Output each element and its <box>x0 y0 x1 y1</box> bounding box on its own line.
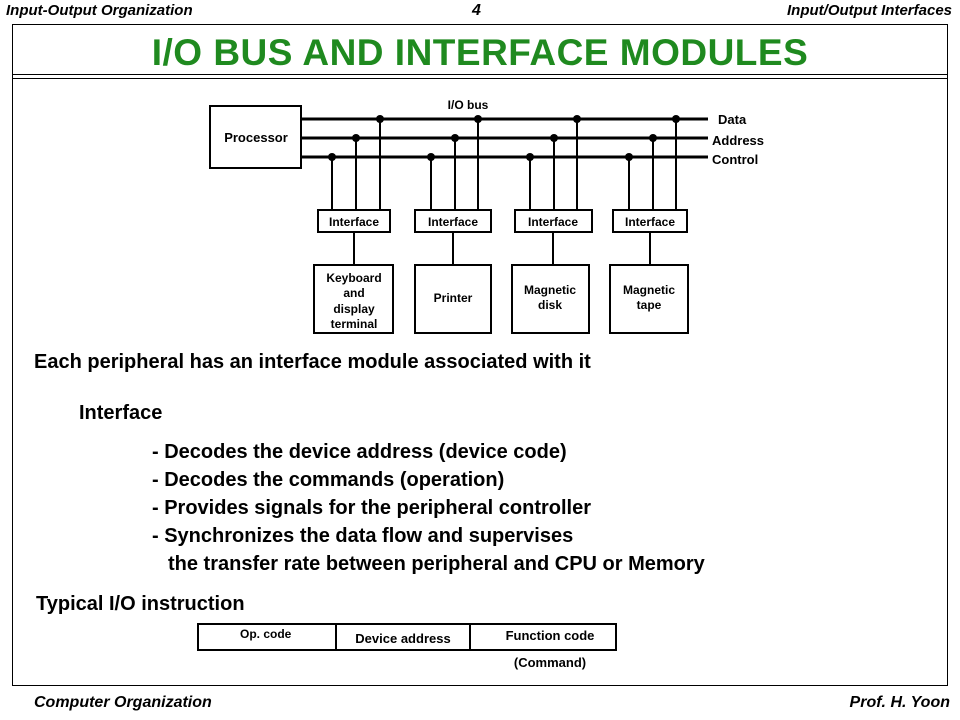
bullet-4: - Synchronizes the data flow and supervi… <box>152 525 574 547</box>
interface-label-3: Interface <box>528 215 578 229</box>
device-3-line-2: disk <box>538 298 562 312</box>
instruction-heading: Typical I/O instruction <box>36 593 245 615</box>
title-rule-1 <box>12 74 948 75</box>
device-4-line-1: Magnetic <box>623 283 675 297</box>
bullet-3: - Provides signals for the peripheral co… <box>152 497 591 519</box>
device-2-line-1: Printer <box>434 291 473 305</box>
footer-course: Computer Organization <box>34 694 212 711</box>
function-code-field: Function code <box>506 628 595 643</box>
slide-title: I/O BUS AND INTERFACE MODULES <box>151 32 809 73</box>
slide-frame <box>12 24 948 686</box>
device-1-line-1: Keyboard <box>326 271 381 285</box>
intro-text: Each peripheral has an interface module … <box>34 351 591 373</box>
page-number: 4 <box>472 2 481 19</box>
footer-author: Prof. H. Yoon <box>849 694 950 711</box>
device-4-line-2: tape <box>637 298 662 312</box>
interface-label-2: Interface <box>428 215 478 229</box>
instruction-format-box <box>197 623 617 651</box>
device-address-field: Device address <box>355 631 450 646</box>
address-line-label: Address <box>712 133 764 148</box>
bullet-1: - Decodes the device address (device cod… <box>152 441 567 463</box>
bullet-4-continuation: the transfer rate between peripheral and… <box>168 553 705 575</box>
device-box-3 <box>511 264 590 334</box>
title-rule-2 <box>12 78 948 79</box>
device-1-line-2: and <box>343 286 364 300</box>
interface-label-4: Interface <box>625 215 675 229</box>
bus-label: I/O bus <box>448 98 489 112</box>
data-line-label: Data <box>718 112 747 127</box>
device-1-line-4: terminal <box>331 317 378 331</box>
opcode-field: Op. code <box>240 627 292 641</box>
header-course: Input-Output Organization <box>6 2 193 19</box>
interface-label-1: Interface <box>329 215 379 229</box>
command-note: (Command) <box>514 655 586 670</box>
device-1-line-3: display <box>333 302 375 316</box>
bullet-2: - Decodes the commands (operation) <box>152 469 505 491</box>
device-3-line-1: Magnetic <box>524 283 576 297</box>
processor-label: Processor <box>224 130 288 145</box>
interface-heading: Interface <box>79 402 163 424</box>
header-topic: Input/Output Interfaces <box>787 2 952 19</box>
control-line-label: Control <box>712 152 758 167</box>
